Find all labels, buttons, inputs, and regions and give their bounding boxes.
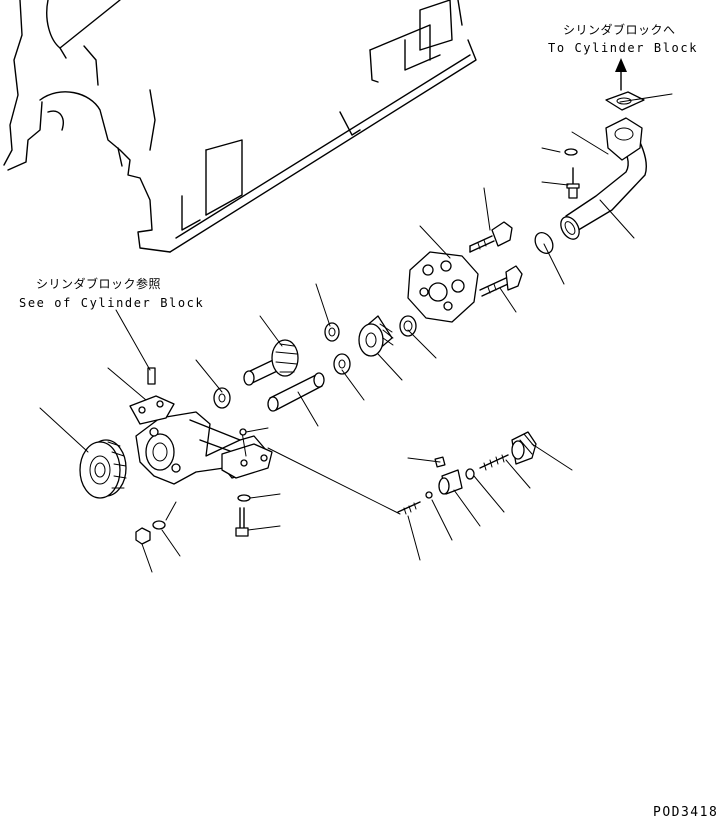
leader-lines — [39, 93, 673, 573]
pipe-assembly — [534, 58, 647, 254]
pump-cover — [407, 221, 523, 323]
cylinder-block-outline — [3, 0, 477, 253]
gear-train — [213, 315, 417, 412]
to-cylinder-block-label-en: To Cylinder Block — [548, 41, 699, 55]
pump-body — [79, 367, 273, 545]
see-cylinder-block-label-jp: シリンダブロック参照 — [36, 277, 162, 291]
see-cylinder-block-label-en: See of Cylinder Block — [19, 296, 205, 310]
relief-valve — [267, 431, 537, 515]
to-cylinder-block-label-jp: シリンダブロックへ — [563, 23, 676, 37]
drawing-code: POD3418 — [653, 805, 719, 820]
